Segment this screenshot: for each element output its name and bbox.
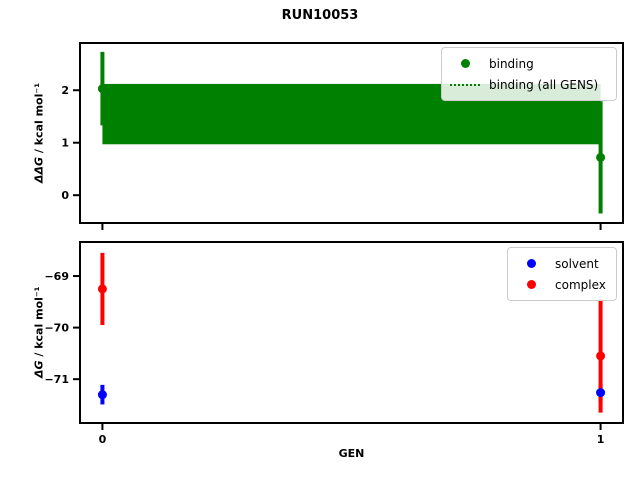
y-tick-label: −71: [44, 373, 69, 386]
y-tick-label: −69: [44, 270, 69, 283]
y-tick-label: 1: [61, 137, 69, 150]
ylabel-ddg-unit: / kcal mol⁻¹: [32, 83, 46, 157]
dot-marker-icon: [460, 59, 470, 68]
axes-frame-dg: [79, 241, 624, 424]
point-solvent: [596, 388, 606, 398]
point-solvent: [97, 390, 107, 400]
x-tick-label: 0: [99, 433, 107, 446]
ylabel-ddg-symbol: ΔΔG: [32, 156, 46, 184]
legend-label: binding: [489, 56, 534, 71]
legend-dotted-line-icon: [450, 83, 480, 86]
legend-entry-solvent: solvent: [516, 253, 608, 274]
ylabel-dg-symbol: ΔG: [32, 360, 46, 379]
legend-label: solvent: [555, 256, 599, 271]
legend-dot-icon: [450, 59, 480, 68]
y-tick-label: 2: [61, 84, 69, 97]
axes-frame-binding: [79, 42, 624, 224]
x-axis-label-gen: GEN: [338, 447, 365, 460]
dotted-line-marker-icon: [450, 83, 480, 86]
y-axis-label-dg: ΔG / kcal mol⁻¹: [26, 242, 52, 423]
point-binding: [596, 152, 606, 162]
y-tick-label: 0: [61, 189, 69, 202]
legend-dg: solvent complex: [507, 247, 617, 301]
y-axis-label-ddg: ΔΔG / kcal mol⁻¹: [26, 43, 52, 223]
y-tick-label: −70: [44, 322, 69, 335]
legend-dot-icon: [516, 280, 546, 289]
point-binding: [97, 84, 107, 94]
legend-dot-icon: [516, 259, 546, 268]
figure-title: RUN10053: [281, 8, 359, 23]
legend-binding: binding binding (all GENS): [441, 47, 617, 101]
point-complex: [596, 351, 606, 361]
ylabel-dg-unit: / kcal mol⁻¹: [32, 286, 46, 361]
legend-label: complex: [555, 277, 606, 292]
dot-marker-icon: [526, 280, 536, 289]
legend-entry-binding-all-gens-: binding (all GENS): [450, 74, 608, 95]
x-tick-label: 1: [597, 433, 605, 446]
legend-entry-binding: binding: [450, 53, 608, 74]
legend-label: binding (all GENS): [489, 77, 599, 92]
legend-entry-complex: complex: [516, 274, 608, 295]
dot-marker-icon: [526, 259, 536, 268]
point-complex: [97, 284, 107, 294]
